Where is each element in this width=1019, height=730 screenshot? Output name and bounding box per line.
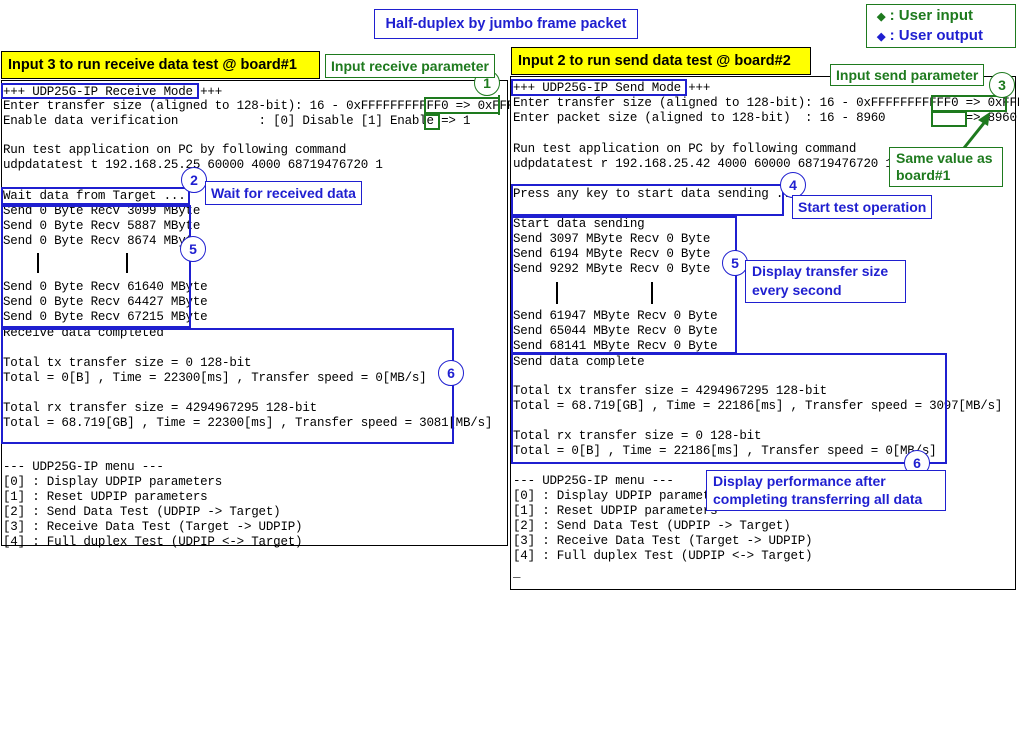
terminal-line: Send 68141 MByte Recv 0 Byte bbox=[513, 339, 718, 353]
terminal-line: Enable data verification : [0] Disable [… bbox=[3, 114, 471, 128]
terminal-line: [3] : Receive Data Test (Target -> UDPIP… bbox=[513, 534, 813, 548]
terminal-line: [2] : Send Data Test (UDPIP -> Target) bbox=[513, 519, 791, 533]
legend-user-input: ◆ : User input bbox=[877, 7, 973, 24]
terminal-line: [1] : Reset UDPIP parameters bbox=[513, 504, 718, 518]
highlight-input-packet-size bbox=[931, 111, 967, 127]
step-5-marker: 5 bbox=[180, 236, 206, 262]
terminal-line: Send 0 Byte Recv 3099 MByte bbox=[3, 204, 201, 218]
terminal-line: Send 3097 MByte Recv 0 Byte bbox=[513, 232, 711, 246]
ellipsis-bar bbox=[37, 253, 39, 273]
terminal-line: Send 61947 MByte Recv 0 Byte bbox=[513, 309, 718, 323]
highlight-send-result bbox=[511, 353, 947, 464]
terminal-line: Wait data from Target ... bbox=[3, 189, 186, 203]
terminal-line: Send 0 Byte Recv 64427 MByte bbox=[3, 295, 208, 309]
diamond-icon: ◆ bbox=[877, 31, 886, 43]
terminal-line: [3] : Receive Data Test (Target -> UDPIP… bbox=[3, 520, 303, 534]
terminal-line: [0] : Display UDPIP parameters bbox=[3, 475, 223, 489]
highlight-input-column bbox=[498, 95, 504, 115]
ellipsis-bar bbox=[651, 282, 653, 304]
terminal-line: [1] : Reset UDPIP parameters bbox=[3, 490, 208, 504]
highlight-press-any-key bbox=[511, 184, 784, 216]
highlight-receive-mode bbox=[1, 83, 199, 99]
terminal-line: Enter transfer size (aligned to 128-bit)… bbox=[3, 99, 551, 113]
left-panel-header: Input 3 to run receive data test @ board… bbox=[1, 51, 320, 79]
terminal-line: Total tx transfer size = 0 128-bit bbox=[3, 356, 252, 370]
diagram-title: Half-duplex by jumbo frame packet bbox=[374, 9, 638, 39]
terminal-line: --- UDP25G-IP menu --- bbox=[3, 460, 164, 474]
highlight-recv-result bbox=[1, 328, 454, 444]
callout-transfer-line1: Display transfer size bbox=[752, 263, 889, 279]
callout-display-performance: Display performance after completing tra… bbox=[706, 470, 946, 511]
legend-output-label: : User output bbox=[889, 27, 983, 44]
terminal-line: Send 0 Byte Recv 8674 MByte bbox=[3, 234, 201, 248]
callout-start-test-operation: Start test operation bbox=[792, 195, 933, 219]
left-terminal-text: +++ UDP25G-IP Receive Mode +++ Enter tra… bbox=[0, 0, 1019, 549]
right-terminal-text: +++ UDP25G-IP Send Mode +++ Enter transf… bbox=[0, 81, 1019, 729]
terminal-line: Enter packet size (aligned to 128-bit) :… bbox=[513, 111, 1017, 125]
terminal-line: Send 0 Byte Recv 5887 MByte bbox=[3, 219, 201, 233]
highlight-recv-progress bbox=[1, 205, 191, 328]
terminal-line: Total tx transfer size = 4294967295 128-… bbox=[513, 384, 827, 398]
terminal-line: Run test application on PC by following … bbox=[3, 143, 347, 157]
highlight-wait-data bbox=[1, 187, 190, 205]
callout-transfer-line2: every second bbox=[752, 282, 842, 298]
highlight-input-transfer-size bbox=[931, 95, 1007, 112]
terminal-line: [4] : Full duplex Test (UDPIP <-> Target… bbox=[3, 535, 303, 549]
terminal-line: Start data sending bbox=[513, 217, 645, 231]
terminal-line: Send 0 Byte Recv 61640 MByte bbox=[3, 280, 208, 294]
terminal-line: Total = 68.719[GB] , Time = 22186[ms] , … bbox=[513, 399, 1003, 413]
callout-display-transfer-size: Display transfer size every second bbox=[745, 260, 906, 303]
legend-user-output: ◆ : User output bbox=[877, 27, 983, 44]
terminal-line: Total = 68.719[GB] , Time = 22300[ms] , … bbox=[3, 416, 493, 430]
terminal-line: [4] : Full duplex Test (UDPIP <-> Target… bbox=[513, 549, 813, 563]
terminal-line: udpdatatest t 192.168.25.25 60000 4000 6… bbox=[3, 158, 383, 172]
legend-input-label: : User input bbox=[889, 7, 973, 24]
terminal-line: Send 9292 MByte Recv 0 Byte bbox=[513, 262, 711, 276]
terminal-line: Send 65044 MByte Recv 0 Byte bbox=[513, 324, 718, 338]
highlight-input-verification bbox=[424, 114, 440, 130]
callout-wait-received-data: Wait for received data bbox=[205, 181, 362, 205]
ellipsis-bar bbox=[556, 282, 558, 304]
terminal-line: Send 6194 MByte Recv 0 Byte bbox=[513, 247, 711, 261]
highlight-send-mode bbox=[511, 79, 687, 96]
terminal-line: [2] : Send Data Test (UDPIP -> Target) bbox=[3, 505, 281, 519]
step-6-marker: 6 bbox=[438, 360, 464, 386]
terminal-line: +++ UDP25G-IP Receive Mode +++ bbox=[3, 85, 223, 99]
callout-input-receive-parameter: Input receive parameter bbox=[325, 54, 495, 78]
left-terminal-window bbox=[1, 80, 508, 546]
terminal-cursor: _ bbox=[513, 566, 521, 580]
terminal-line: Send data complete bbox=[513, 355, 645, 369]
terminal-line: udpdatatest r 192.168.25.42 4000 60000 6… bbox=[513, 157, 893, 171]
callout-performance-line1: Display performance after bbox=[713, 473, 886, 489]
terminal-line: Run test application on PC by following … bbox=[513, 142, 857, 156]
terminal-line: --- UDP25G-IP menu --- bbox=[513, 474, 674, 488]
arrow-same-value bbox=[962, 112, 990, 149]
ellipsis-bar bbox=[126, 253, 128, 273]
callout-same-value-line1: Same value as bbox=[896, 150, 993, 166]
step-3-marker: 3 bbox=[989, 72, 1015, 98]
callout-performance-line2: completing transferring all data bbox=[713, 491, 923, 507]
terminal-line: Total = 0[B] , Time = 22300[ms] , Transf… bbox=[3, 371, 427, 385]
callout-same-value: Same value as board#1 bbox=[889, 147, 1003, 187]
diamond-icon: ◆ bbox=[877, 11, 886, 23]
callout-same-value-line2: board#1 bbox=[896, 167, 951, 183]
terminal-line: +++ UDP25G-IP Send Mode +++ bbox=[513, 81, 711, 95]
legend-box: ◆ : User input ◆ : User output bbox=[866, 4, 1016, 48]
terminal-line: [0] : Display UDPIP parameters bbox=[513, 489, 733, 503]
terminal-line: Total rx transfer size = 4294967295 128-… bbox=[3, 401, 317, 415]
terminal-line: Total rx transfer size = 0 128-bit bbox=[513, 429, 762, 443]
right-panel-header: Input 2 to run send data test @ board#2 bbox=[511, 47, 811, 75]
callout-input-send-parameter: Input send parameter bbox=[830, 64, 985, 86]
terminal-line: Total = 0[B] , Time = 22186[ms] , Transf… bbox=[513, 444, 937, 458]
step-2-marker: 2 bbox=[181, 167, 207, 193]
